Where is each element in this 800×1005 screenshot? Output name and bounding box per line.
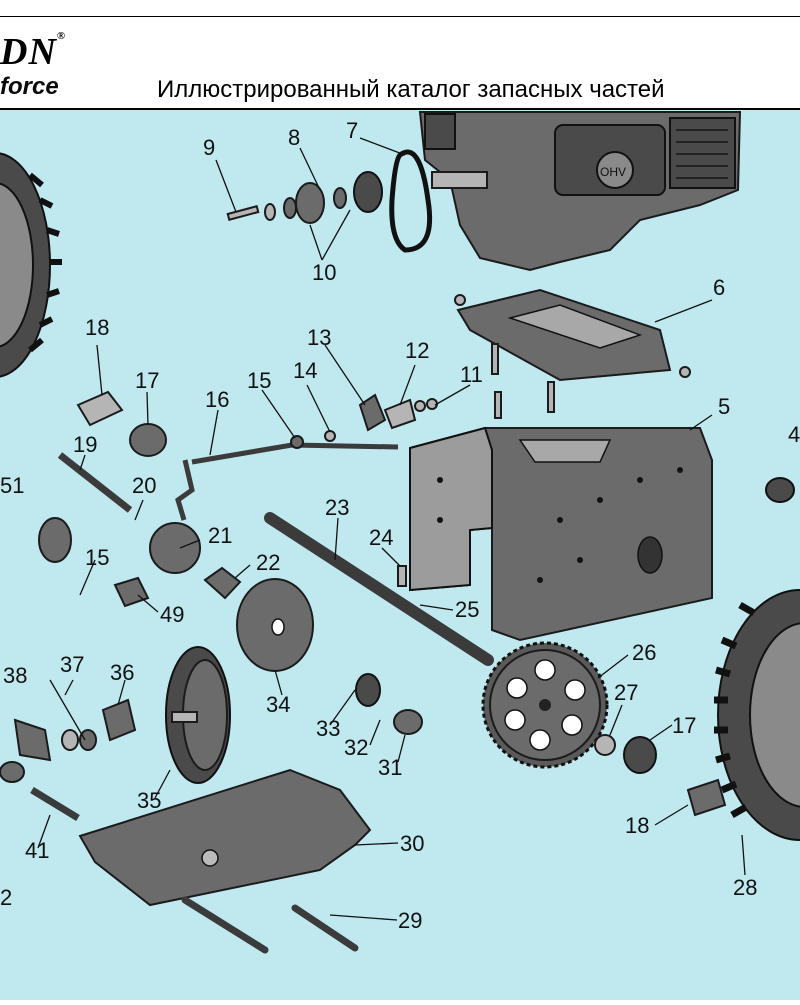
- callout-22: 22: [256, 550, 280, 575]
- left-wheel: [0, 152, 62, 378]
- callout-13: 13: [307, 325, 331, 350]
- callout-7: 7: [346, 118, 358, 143]
- brand-tagline: force: [0, 73, 59, 100]
- callout-leader-lines: [37, 137, 746, 921]
- callout-25: 25: [455, 597, 479, 622]
- header-bottom-rule: [0, 108, 800, 110]
- callout-37: 37: [60, 652, 84, 677]
- large-gear: [481, 641, 609, 769]
- catalog-title: Иллюстрированный каталог запасных частей: [157, 76, 665, 103]
- callout-20: 20: [132, 473, 156, 498]
- callout-34: 34: [266, 692, 290, 717]
- large-pulley-35: [165, 646, 231, 784]
- callout-35: 35: [137, 788, 161, 813]
- engine: OHV: [418, 111, 742, 272]
- pulley-34: [236, 578, 314, 672]
- callout-32: 32: [344, 735, 368, 760]
- callout-labels: 9 8 7 10 6 18 17 13 12 15 14 11 16 5 4 1…: [0, 118, 800, 933]
- drive-belt: [389, 149, 433, 253]
- callout-28: 28: [733, 875, 757, 900]
- callout-24: 24: [369, 525, 393, 550]
- brand-name: DN: [0, 31, 57, 73]
- callout-8: 8: [288, 125, 300, 150]
- engine-mount-plate: [454, 288, 691, 419]
- svg-text:OHV: OHV: [600, 165, 626, 179]
- exploded-parts-diagram: OHV: [0, 110, 800, 1000]
- right-wheel: [714, 589, 800, 841]
- callout-31: 31: [378, 755, 402, 780]
- brand-registered-mark: ®: [56, 30, 67, 42]
- callout-4: 4: [788, 422, 800, 447]
- callout-49: 49: [160, 602, 184, 627]
- callout-21: 21: [208, 523, 232, 548]
- main-shaft: [264, 512, 494, 666]
- page-header: DN® force Иллюстрированный каталог запас…: [0, 0, 800, 110]
- callout-51: 51: [0, 473, 24, 498]
- brand-logo: DN®: [0, 30, 66, 74]
- callout-29: 29: [398, 908, 422, 933]
- small-parts: [0, 390, 795, 821]
- callout-17: 17: [135, 368, 159, 393]
- diagram-canvas: OHV: [0, 111, 800, 954]
- pulley-assembly: [226, 171, 383, 224]
- callout-15b: 15: [85, 545, 109, 570]
- callout-23: 23: [325, 495, 349, 520]
- callout-19: 19: [73, 432, 97, 457]
- callout-18: 18: [85, 315, 109, 340]
- callout-6: 6: [713, 275, 725, 300]
- callout-9: 9: [203, 135, 215, 160]
- callout-27: 27: [614, 680, 638, 705]
- callout-15: 15: [247, 368, 271, 393]
- callout-33: 33: [316, 716, 340, 741]
- callout-16: 16: [205, 387, 229, 412]
- main-frame-housing: [409, 426, 713, 642]
- callout-38: 38: [3, 663, 27, 688]
- callout-10: 10: [312, 260, 336, 285]
- callout-36: 36: [110, 660, 134, 685]
- rod-29: [291, 904, 359, 952]
- callout-41: 41: [25, 838, 49, 863]
- header-top-rule: [0, 16, 800, 17]
- callout-18b: 18: [625, 813, 649, 838]
- bottom-plate: [78, 768, 372, 907]
- callout-17b: 17: [672, 713, 696, 738]
- callout-11: 11: [460, 362, 483, 387]
- callout-30: 30: [400, 831, 424, 856]
- callout-26: 26: [632, 640, 656, 665]
- callout-2: 2: [0, 885, 12, 910]
- callout-12: 12: [405, 338, 429, 363]
- callout-14: 14: [293, 358, 317, 383]
- lever-rod-16: [175, 459, 195, 521]
- callout-5: 5: [718, 394, 730, 419]
